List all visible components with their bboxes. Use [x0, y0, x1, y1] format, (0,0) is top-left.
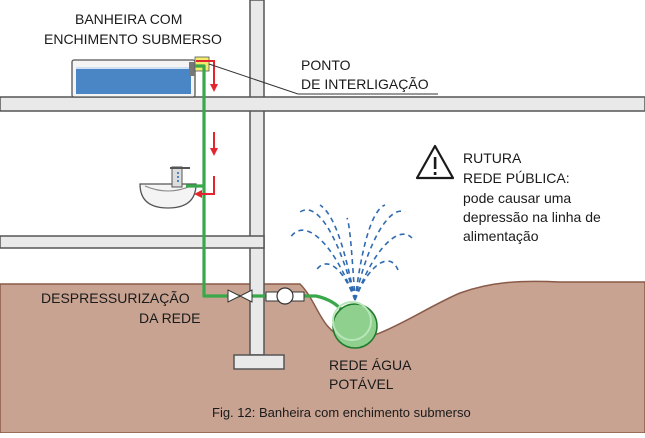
bathtub-label-line1: BANHEIRA COM: [75, 11, 182, 27]
connection-point-highlight: [194, 56, 210, 72]
figure-caption: Fig. 12: Banheira com enchimento submers…: [212, 405, 471, 420]
lower-floor-slab: [0, 235, 265, 249]
connection-leader-line: [208, 63, 438, 95]
warning-triangle-icon: [415, 144, 455, 180]
rupture-label-line3: pode causar uma: [463, 190, 571, 206]
backflow-arrow-3: [200, 176, 215, 195]
backflow-arrow-1: [196, 60, 215, 86]
rupture-label-line2: REDE PÚBLICA:: [463, 170, 570, 186]
connection-label-line1: PONTO: [301, 57, 351, 73]
backflow-arrows: [194, 60, 218, 198]
water-main-label-line2: POTÁVEL: [329, 376, 394, 392]
upper-floor-slab: [0, 96, 645, 112]
water-main-label-line1: REDE ÁGUA: [329, 357, 412, 373]
depressurization-label-line2: DA REDE: [139, 310, 200, 326]
building: [0, 0, 645, 370]
rupture-spray: [289, 204, 413, 301]
rupture-label-line1: RUTURA: [463, 150, 522, 166]
ground: [0, 280, 645, 434]
bathtub-water: [76, 68, 191, 94]
bathtub: [71, 59, 196, 98]
water-meter-icon: [265, 287, 305, 305]
rupture-label-line4: depressão na linha de: [463, 209, 601, 225]
depressurization-label-line1: DESPRESSURIZAÇÃO: [41, 290, 190, 306]
bathtub-label-line2: ENCHIMENTO SUBMERSO: [44, 31, 222, 47]
rupture-label-line5: alimentação: [463, 228, 539, 244]
sink: [139, 166, 197, 209]
valve-icon: [227, 289, 253, 303]
connection-label-line2: DE INTERLIGAÇÃO: [301, 76, 429, 92]
building-footing: [233, 354, 285, 370]
water-main: [332, 301, 378, 349]
